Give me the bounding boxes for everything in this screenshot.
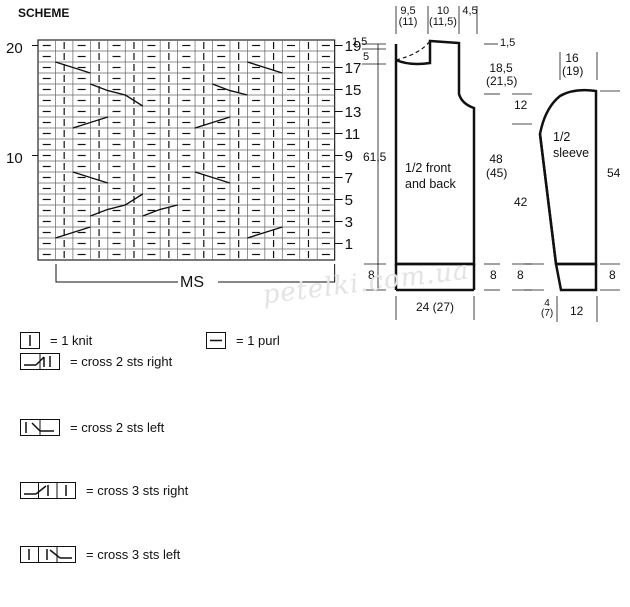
legend-cross-2-left: = cross 2 sts left [20,419,164,442]
ms-bracket-left [55,264,178,283]
row-number-11: 11 [344,126,361,143]
cable-cross-mark [72,116,109,129]
right-dim-side: 48(45) [486,152,508,180]
sleeve-top-width: 16(19) [562,51,584,78]
cross-3-right-icon [20,482,76,499]
cable-cross-mark [55,226,91,239]
legend-cross-3-left: = cross 3 sts left [20,546,180,569]
sleeve-cuff-left: 8 [517,268,524,282]
cable-cross-mark [90,83,144,107]
legend-cross-3-right: = cross 3 sts right [20,482,188,505]
row-number-13: 13 [344,104,362,121]
top-dim-shoulder: 4,5 [462,5,478,17]
pattern-label-ms: MS [180,274,204,291]
row-number-10: 10 [6,150,23,167]
cable-cross-mark [72,171,109,184]
legend-purl: = 1 purl [206,332,280,355]
legend-knit: = 1 knit [20,332,92,355]
cross-2-left-icon [20,419,60,436]
front-back-outline [394,39,476,266]
right-dim-side-inner: 42 [514,195,528,209]
cable-cross-mark [194,116,231,129]
top-dim-neck: 10(11,5) [429,5,457,28]
cable-cross-mark [55,61,91,74]
front-neck-dashed [395,40,431,61]
cable-cross-mark [247,226,283,239]
right-dim-armhole: 18,5(21,5) [486,61,518,88]
sleeve-cuff [554,263,598,292]
cross-2-right-icon [20,353,60,370]
row-number-19: 19 [344,38,362,55]
sleeve-cuff-right: 8 [609,268,616,282]
sleeve-bottom-width: 12 [570,304,584,318]
purl-symbol-icon [206,332,226,349]
left-dim-hem: 8 [368,268,375,282]
row-number-17: 17 [344,60,362,77]
cross-3-left-icon [20,546,76,563]
cable-cross-mark [247,61,283,74]
left-dim-top-b: 5 [363,51,370,63]
row-number-5: 5 [344,192,353,209]
sleeve-side [538,133,558,265]
cable-cross-mark [90,193,144,217]
row-number-20: 20 [6,40,23,57]
cable-cross-mark [142,204,178,217]
right-dim-top: 1,5 [500,37,516,49]
right-dim-hem: 8 [490,268,497,282]
row-number-9: 9 [344,148,353,165]
legend-cross-2-right: = cross 2 sts right [20,353,172,376]
cable-cross-mark [194,171,231,184]
scheme-title: SCHEME [18,6,70,20]
front-back-width: 24 (27) [415,300,455,314]
top-dim-neck-shoulder: 9,5(11) [398,5,418,28]
knit-symbol-icon [20,332,40,349]
ms-bracket-right [218,264,336,283]
cable-cross-mark [212,83,248,96]
row-number-3: 3 [344,214,353,231]
row-number-7: 7 [344,170,353,187]
row-number-15: 15 [344,82,362,99]
left-dim-length: 61,5 [363,150,387,164]
row-number-1: 1 [344,236,353,253]
sleeve-length: 54 [607,166,621,180]
sleeve-outline [538,88,598,266]
sleeve-bottom-small: 4(7) [541,298,554,319]
right-dim-armhole-depth: 12 [514,98,528,112]
left-dim-top-a: 1,5 [352,36,368,48]
